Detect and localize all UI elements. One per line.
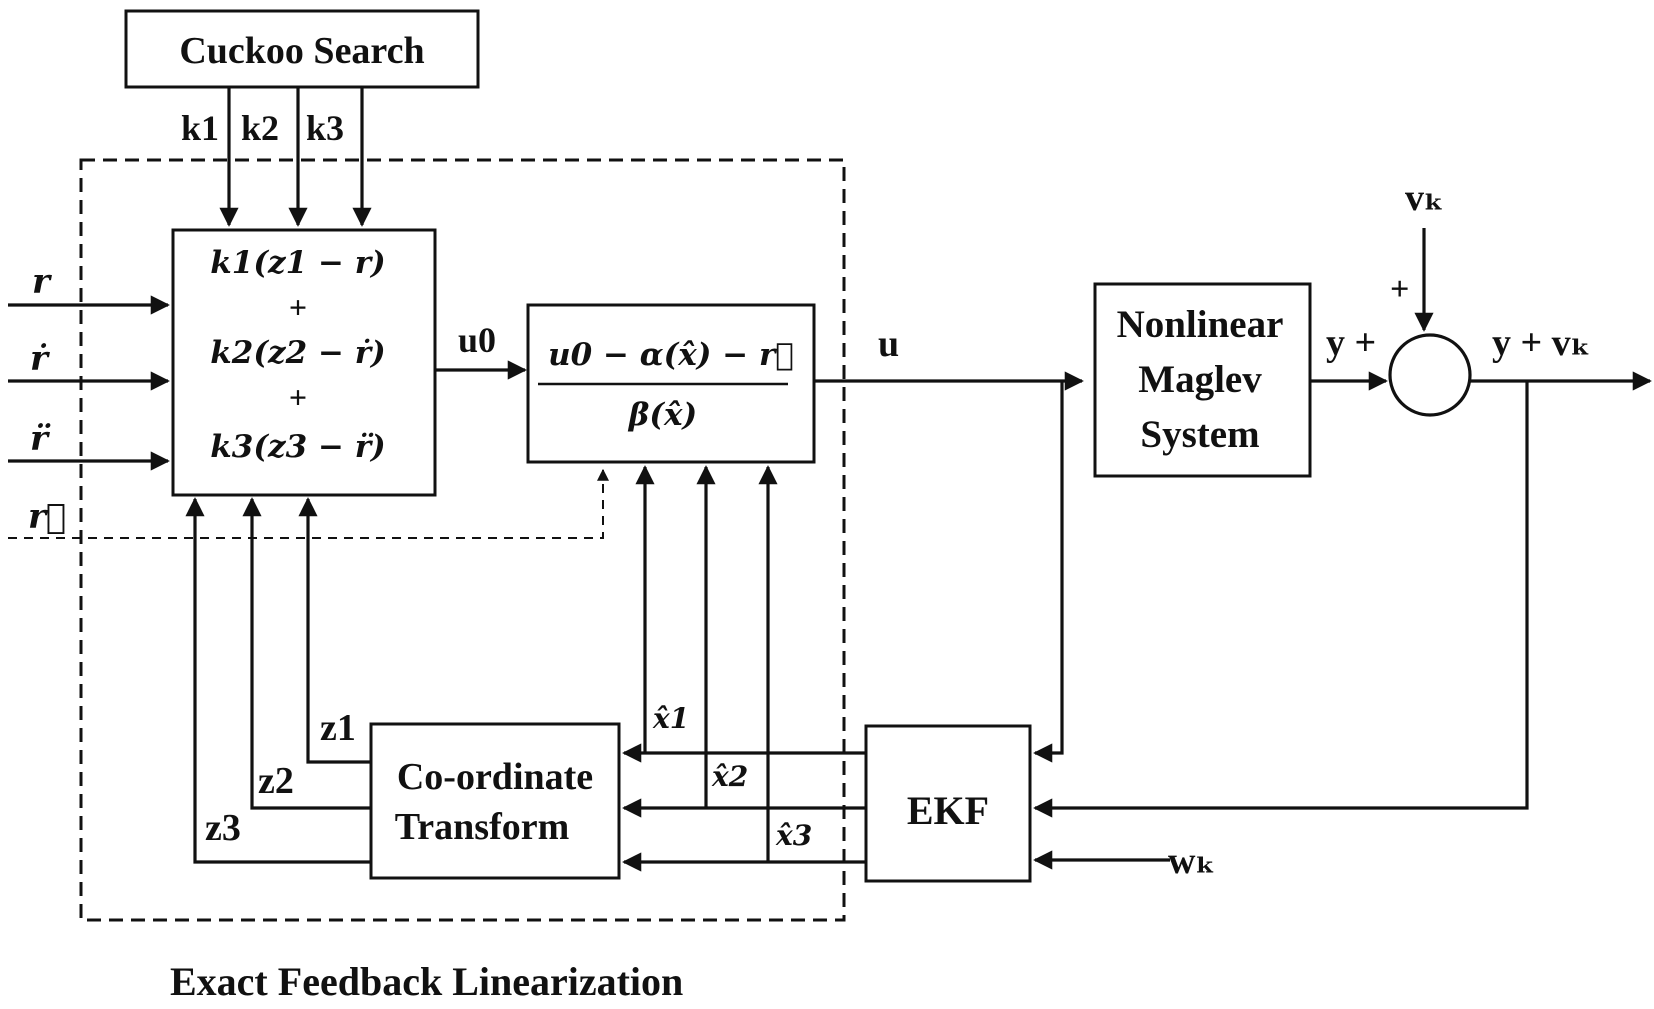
svg-text:+: + [289,289,307,325]
u-label: u [878,323,899,365]
x2-est-label: x̂2 [711,760,748,793]
svg-text:System: System [1140,413,1259,456]
z1-label: z1 [320,707,356,749]
svg-text:k3(z3 − r̈): k3(z3 − r̈) [210,429,385,465]
ref-rdot-label: ṙ [30,339,50,379]
cuckoo-search-block: Cuckoo Search [124,9,480,89]
sum-plus-label: + [1390,271,1409,308]
z1-wire [298,497,371,764]
y-plus-label: y + [1326,322,1376,364]
x1-est-label: x̂1 [652,702,689,735]
z3-wire [185,497,371,864]
gain-k3-label: k3 [306,108,344,148]
svg-text:k2(z2 − ṙ): k2(z2 − ṙ) [210,335,385,371]
svg-text:Transform: Transform [395,806,570,848]
u0-label: u0 [458,320,496,360]
ref-rddot-label: r̈ [30,419,51,459]
svg-text:Nonlinear: Nonlinear [1117,303,1284,346]
efl-region-label: Exact Feedback Linearization [170,959,683,1004]
control-law-block: u0 − α(x̂) − r⃛ β(x̂) [526,303,816,464]
vk-label: vₖ [1405,177,1444,219]
summing-junction [1388,333,1472,417]
svg-text:EKF: EKF [907,788,989,833]
gain-k1-label: k1 [181,108,219,148]
controller-block: k1(z1 − r) + k2(z2 − ṙ) + k3(z3 − r̈) [171,228,437,497]
wk-label: wₖ [1168,840,1215,882]
z2-label: z2 [258,760,294,802]
svg-text:k1(z1 − r): k1(z1 − r) [210,245,385,281]
svg-text:Cuckoo Search: Cuckoo Search [179,30,424,72]
ref-rdddot-wire [8,468,609,539]
ref-rdddot-label: r⃛ [28,497,66,537]
svg-text:+: + [289,379,307,415]
svg-text:u0 − α(x̂) − r⃛: u0 − α(x̂) − r⃛ [548,337,794,373]
x3-est-label: x̂3 [775,819,812,852]
svg-text:Co-ordinate: Co-ordinate [397,756,593,798]
svg-text:β(x̂): β(x̂) [628,397,697,433]
coordinate-transform-block: Co-ordinate Transform [369,722,621,880]
y-vk-label: y + vₖ [1492,322,1591,364]
z2-wire [242,497,371,810]
output-feedback-wire [1033,381,1529,818]
u-to-ekf-wire [1033,381,1064,763]
gain-k2-label: k2 [241,108,279,148]
svg-text:Maglev: Maglev [1138,358,1262,401]
efl-region-border [79,158,846,922]
ref-r-label: r [32,262,52,302]
z3-label: z3 [205,807,241,849]
plant-block: Nonlinear Maglev System [1093,282,1312,478]
ekf-block: EKF [864,724,1032,883]
